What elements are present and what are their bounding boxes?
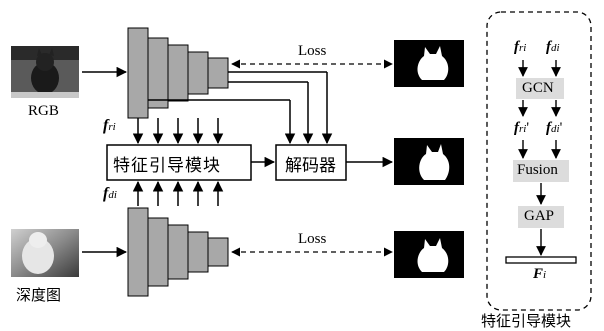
detail-in-ri: fri	[514, 39, 526, 56]
depth-input-image	[11, 229, 79, 277]
gap-label: GAP	[524, 208, 554, 225]
encoder-block	[188, 232, 208, 272]
encoder-block	[168, 225, 188, 279]
detail-out-ri: fri'	[514, 120, 529, 137]
encoder-block	[128, 28, 148, 118]
bottom-output-mask	[394, 231, 464, 278]
encoder-block	[168, 45, 188, 101]
decoder-label: 解码器	[285, 151, 336, 176]
detail-out-di: fdi'	[546, 120, 562, 137]
rgb-feature-arrows	[138, 118, 218, 143]
fusion-label: Fusion	[517, 162, 558, 179]
encoder-block	[188, 52, 208, 94]
middle-output-mask	[394, 138, 464, 185]
encoder-block	[208, 238, 228, 266]
detail-in-di: fdi	[546, 39, 560, 56]
top-output-mask	[394, 40, 464, 87]
f-ri-label: fri	[103, 117, 116, 135]
depth-encoder	[128, 208, 228, 296]
rgb-encoder	[128, 28, 228, 118]
encoder-block	[148, 218, 168, 286]
top-loss-label: Loss	[298, 43, 326, 60]
rgb-label: RGB	[28, 103, 59, 120]
guide-module-label: 特征引导模块	[113, 151, 221, 176]
output-feature-bar	[506, 257, 576, 263]
gcn-label: GCN	[522, 80, 554, 97]
detail-panel-title: 特征引导模块	[481, 310, 571, 331]
encoder-block	[208, 58, 228, 88]
rgb-input-image	[11, 46, 79, 98]
depth-label: 深度图	[16, 284, 61, 305]
f-di-label: fdi	[103, 185, 117, 203]
detail-output-label: Fi	[533, 266, 546, 283]
encoder-block	[148, 38, 168, 108]
depth-feature-arrows	[138, 182, 218, 206]
bottom-loss-label: Loss	[298, 231, 326, 248]
encoder-block	[128, 208, 148, 296]
